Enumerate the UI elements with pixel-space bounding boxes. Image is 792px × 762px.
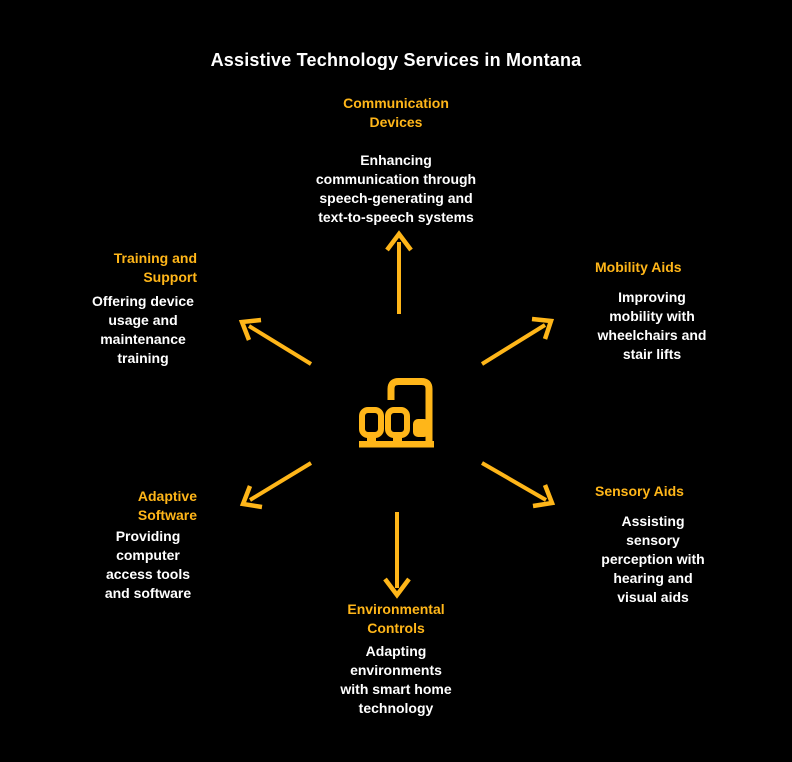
arrow-up-left-icon <box>238 317 313 366</box>
node-title: Adaptive Software <box>137 488 197 523</box>
arrow-up-icon <box>385 230 413 314</box>
node-title: Mobility Aids <box>595 259 682 275</box>
arrow-down-icon <box>383 512 411 599</box>
arrow-down-left-icon <box>239 461 313 510</box>
node-title: Sensory Aids <box>595 483 684 499</box>
node-description: Improving mobility with wheelchairs and … <box>597 289 707 362</box>
node-description: Enhancing communication through speech-g… <box>315 152 477 225</box>
node-title: Training and Support <box>113 250 197 285</box>
node-title: Environmental Controls <box>347 601 445 636</box>
arrow-down-right-icon <box>480 461 556 509</box>
node-description: Assisting sensory perception with hearin… <box>601 513 705 605</box>
page-title: Assistive Technology Services in Montana <box>210 50 582 70</box>
node-description: Offering device usage and maintenance tr… <box>92 293 194 366</box>
assistive-devices-icon <box>359 378 434 448</box>
node-title: Communication Devices <box>343 95 449 130</box>
node-description: Providing computer access tools and soft… <box>104 528 192 601</box>
arrow-up-right-icon <box>480 316 555 366</box>
node-description: Adapting environments with smart home te… <box>340 643 452 716</box>
